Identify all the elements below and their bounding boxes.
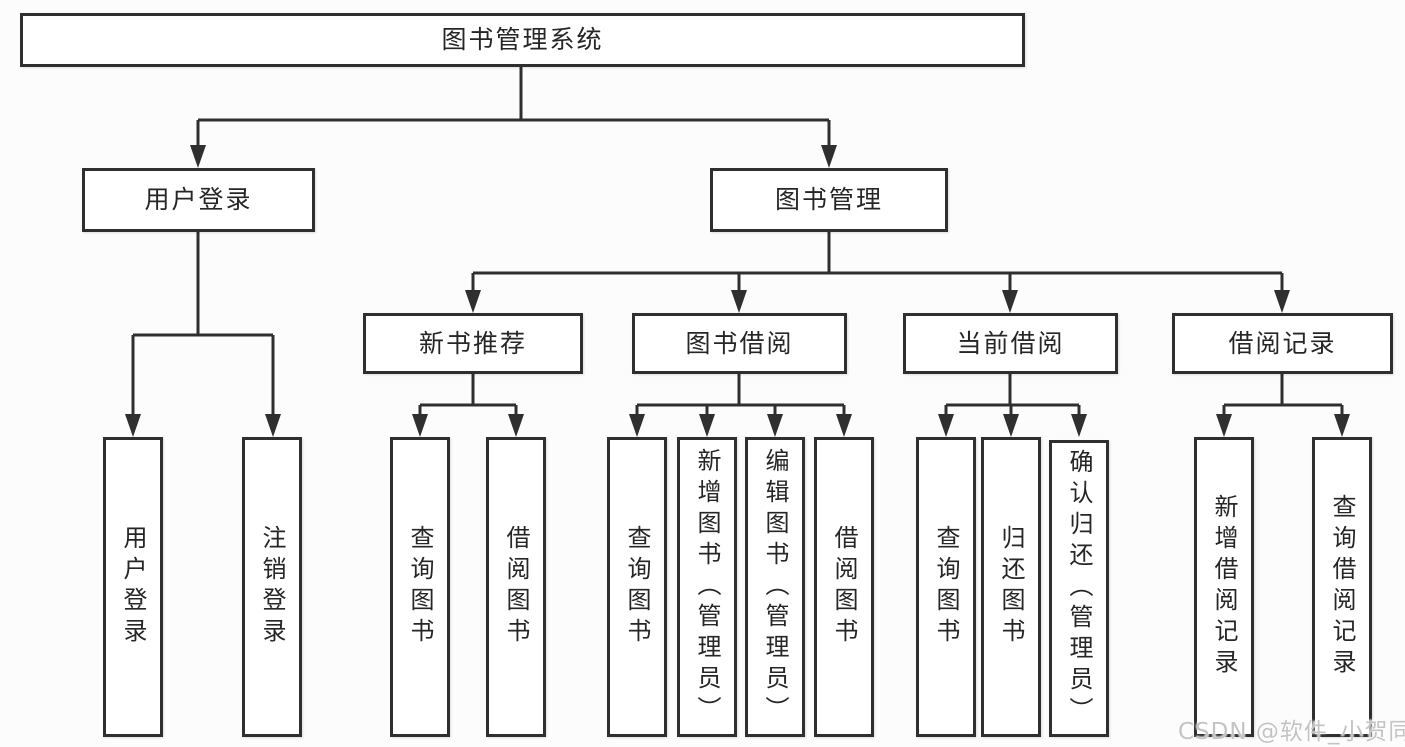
arrowhead bbox=[699, 414, 715, 437]
node-book-management: 图书管理 bbox=[710, 168, 948, 232]
arrowhead bbox=[1274, 290, 1290, 313]
arrowhead bbox=[508, 414, 524, 437]
arrowhead bbox=[938, 414, 954, 437]
leaf-query-borrow-record: 查询借阅记录 bbox=[1312, 437, 1372, 737]
node-current-borrowing: 当前借阅 bbox=[903, 313, 1118, 374]
arrowhead bbox=[629, 414, 645, 437]
arrowhead bbox=[190, 145, 206, 168]
leaf-edit-book-admin: 编辑图书（管理员） bbox=[745, 437, 805, 737]
arrowhead bbox=[731, 290, 747, 313]
tree-edges bbox=[131, 67, 1344, 417]
leaf-add-borrow-record: 新增借阅记录 bbox=[1194, 437, 1254, 737]
arrowhead bbox=[125, 414, 141, 437]
arrowhead bbox=[821, 145, 837, 168]
arrowhead bbox=[465, 290, 481, 313]
leaf-query-books: 查询图书 bbox=[607, 437, 667, 737]
arrowhead bbox=[265, 414, 281, 437]
node-book-borrowing: 图书借阅 bbox=[632, 313, 847, 374]
node-user-login: 用户登录 bbox=[82, 168, 315, 232]
csdn-watermark: CSDN @软件_小贺同学 bbox=[1178, 719, 1405, 745]
arrowhead bbox=[1216, 414, 1232, 437]
leaf-confirm-return-admin: 确认归还（管理员） bbox=[1049, 440, 1109, 737]
arrowhead bbox=[1003, 414, 1019, 437]
leaf-borrow-books: 借阅图书 bbox=[486, 437, 546, 737]
leaf-add-book-admin: 新增图书（管理员） bbox=[677, 437, 737, 737]
leaf-return-books: 归还图书 bbox=[981, 437, 1041, 737]
leaf-query-books: 查询图书 bbox=[390, 437, 450, 737]
leaf-query-books: 查询图书 bbox=[916, 437, 976, 737]
leaf-borrow-books: 借阅图书 bbox=[814, 437, 874, 737]
leaf-user-login: 用户登录 bbox=[103, 437, 163, 737]
arrowhead bbox=[1071, 414, 1087, 437]
arrowhead bbox=[836, 414, 852, 437]
arrowhead bbox=[412, 414, 428, 437]
node-borrow-records: 借阅记录 bbox=[1172, 313, 1393, 374]
arrowhead bbox=[1334, 414, 1350, 437]
arrowhead bbox=[1002, 290, 1018, 313]
arrowheads bbox=[125, 145, 1350, 437]
arrowhead bbox=[767, 414, 783, 437]
node-new-book-recommend: 新书推荐 bbox=[363, 313, 583, 374]
leaf-logout: 注销登录 bbox=[242, 437, 302, 737]
node-root: 图书管理系统 bbox=[20, 13, 1025, 67]
